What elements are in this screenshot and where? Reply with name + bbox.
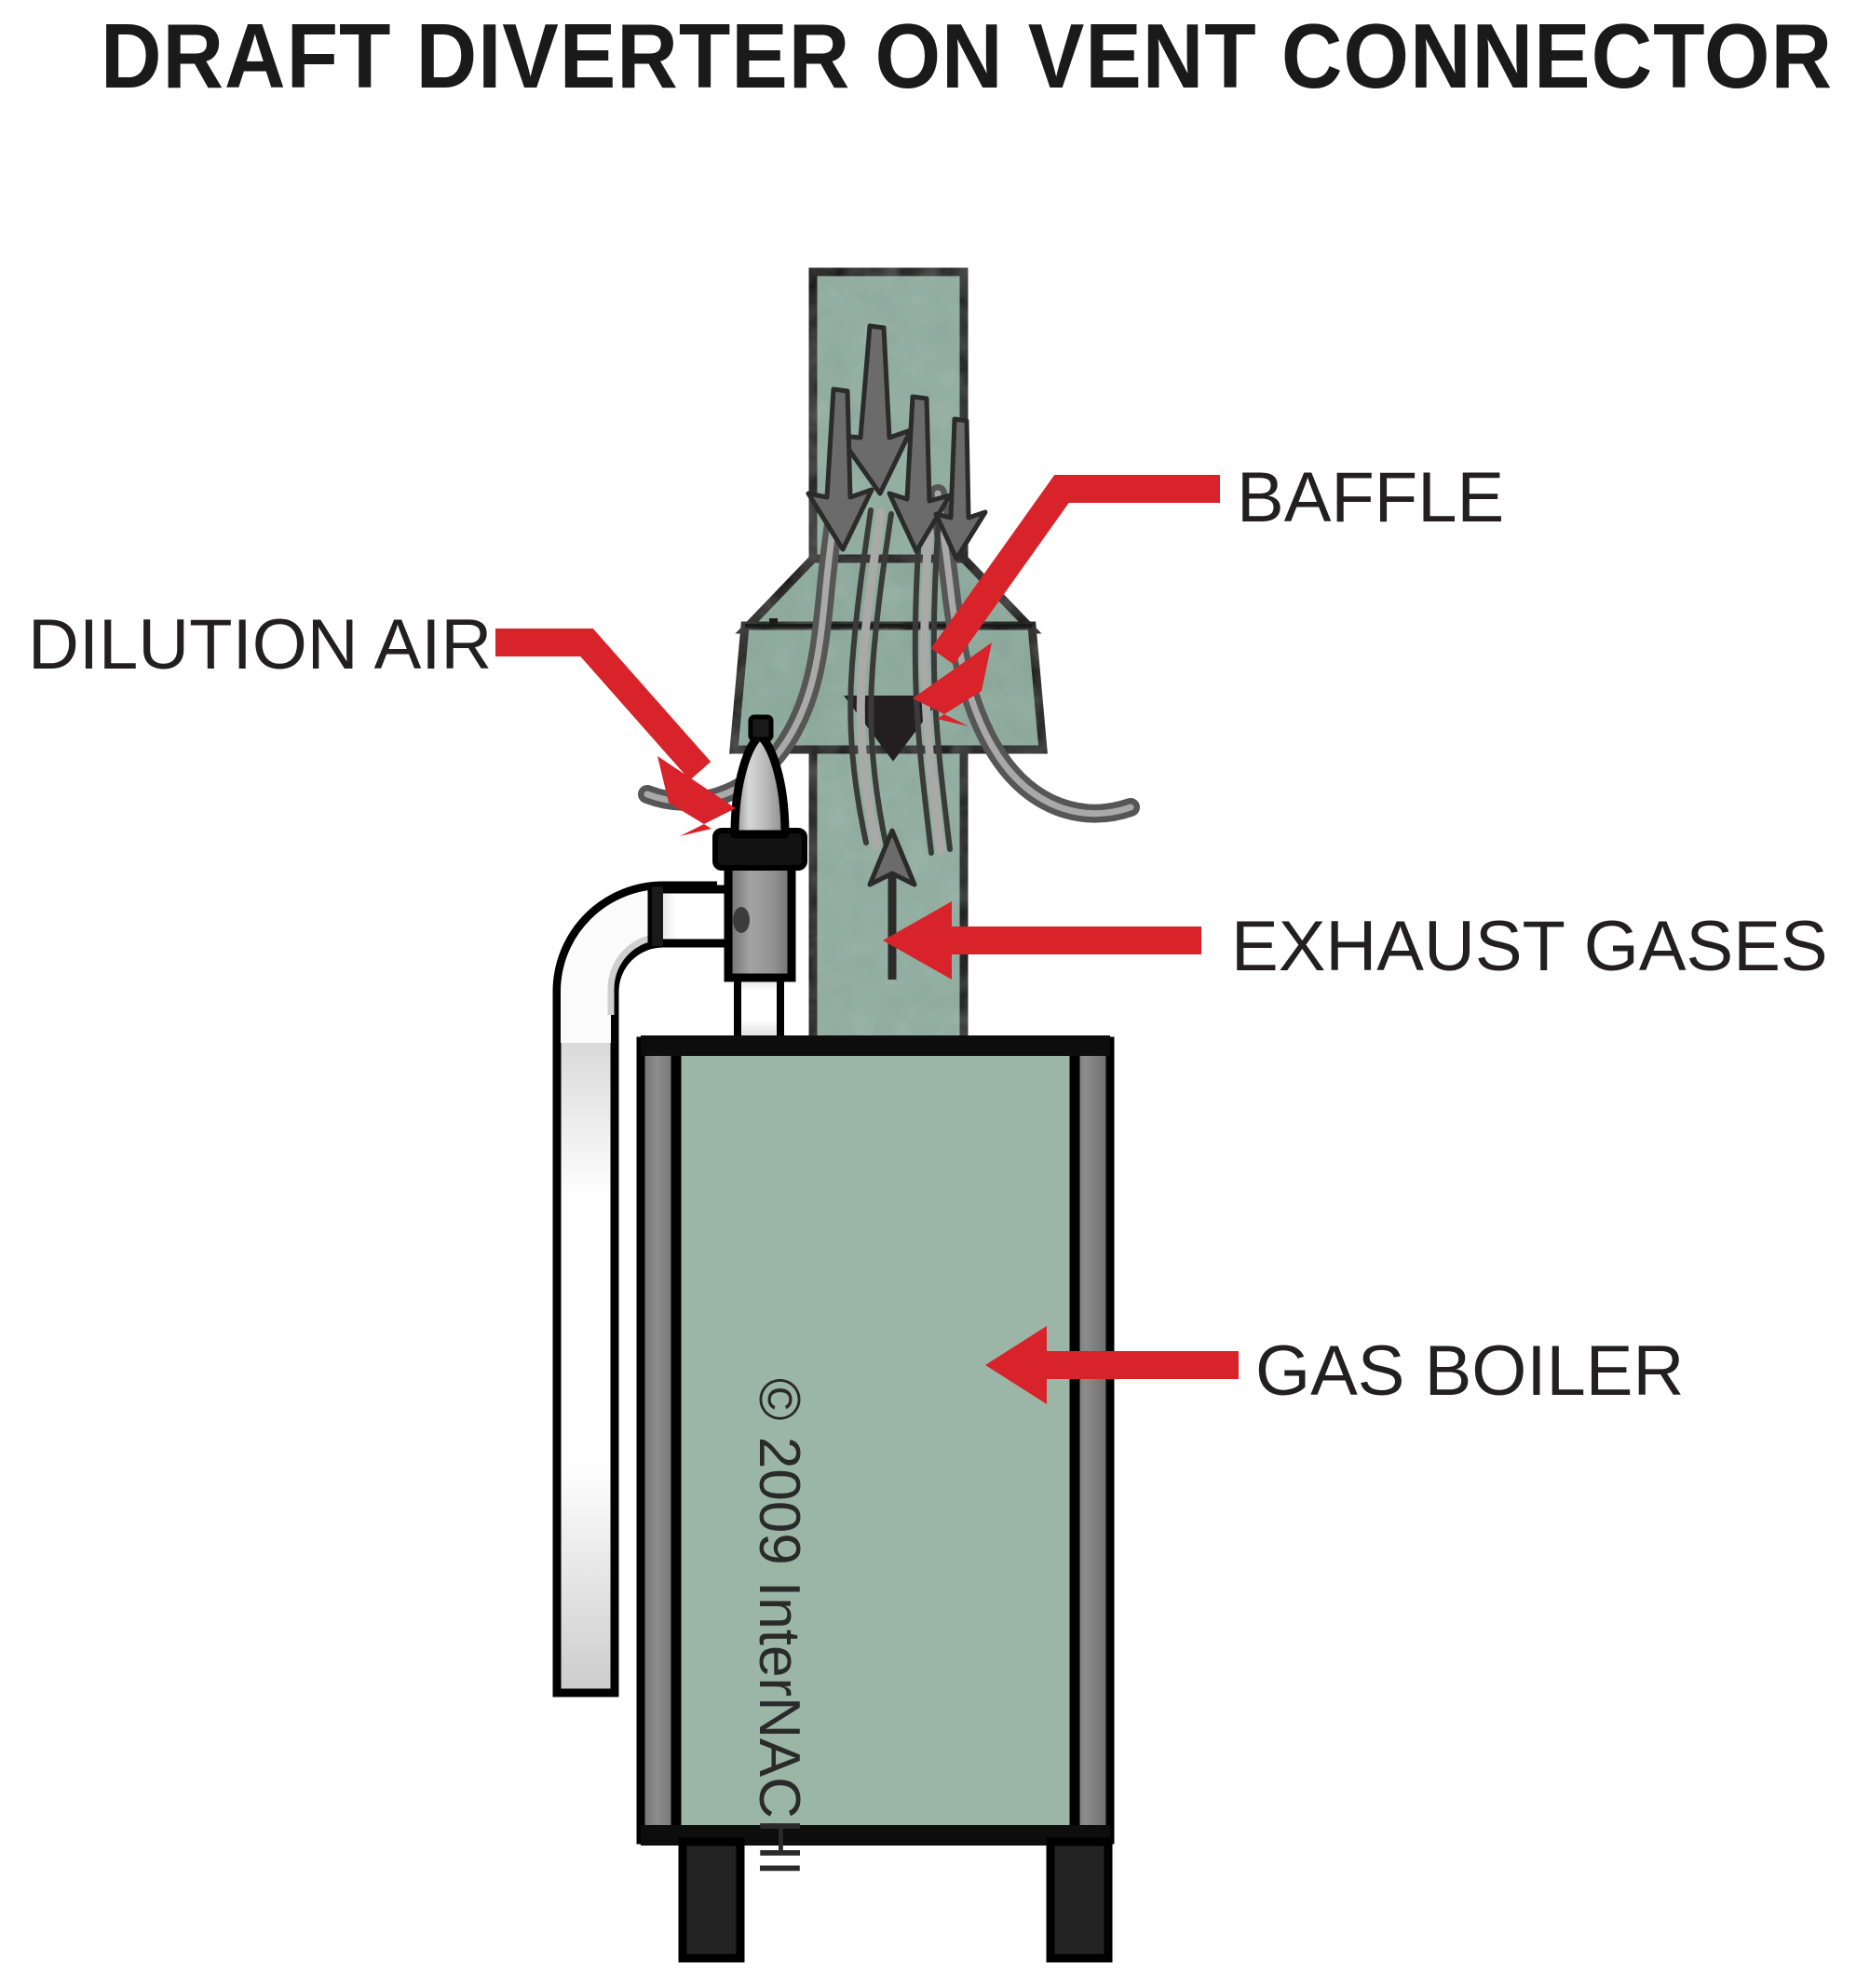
baffle-arrowhead — [913, 642, 992, 726]
exhaust-arrow-4 — [933, 416, 988, 561]
hood-seam-nib — [769, 618, 778, 627]
throat-stream-b — [868, 511, 894, 850]
throat-stream-c — [912, 517, 934, 856]
boiler-leg-right — [1046, 1837, 1113, 1963]
relief-valve — [712, 714, 807, 982]
exhaust-flow-arrows — [806, 323, 988, 561]
discharge-pipe-downleg — [552, 1032, 619, 1697]
callout-baffle: BAFFLE — [913, 458, 1504, 726]
exhaust-gases-arrowhead — [883, 901, 952, 980]
dilution-air-leader-line — [495, 629, 711, 780]
stack-flow-arrow — [867, 828, 917, 980]
throat-stream-cd-highlight — [920, 514, 945, 856]
callout-label-dilution-air: DILUTION AIR — [28, 605, 492, 684]
valve-inlet-stub — [734, 969, 784, 1049]
boiler-leg-left — [678, 1837, 745, 1963]
copyright-notice: © 2009 InterNACHI — [747, 1378, 811, 1876]
discharge-pipe-union — [652, 886, 663, 946]
throat-stream-d — [930, 515, 953, 852]
relief-valve-port — [733, 907, 750, 933]
page-title: DRAFT DIVERTER ON VENT CONNECTOR — [101, 5, 1833, 107]
gas-boiler-arrowhead — [985, 1326, 1047, 1404]
callout-exhaust-gases: EXHAUST GASES — [883, 901, 1828, 986]
boiler-body — [636, 1035, 1115, 1846]
callout-gas-boiler: GAS BOILER — [985, 1326, 1684, 1411]
boiler-front-face — [671, 1043, 1080, 1846]
discharge-pipe — [552, 881, 784, 1697]
exhaust-arrow-2 — [806, 386, 874, 552]
relief-valve-nub — [748, 714, 774, 742]
throat-stream-ab-highlight — [856, 507, 886, 850]
callout-label-exhaust-gases: EXHAUST GASES — [1231, 907, 1828, 986]
boiler-bottom-cap — [641, 1825, 1110, 1846]
throat-stream-a — [847, 507, 874, 845]
baffle-leader-line — [930, 475, 1220, 665]
boiler-legs — [678, 1837, 1113, 1963]
callout-label-gas-boiler: GAS BOILER — [1255, 1332, 1684, 1411]
callout-dilution-air: DILUTION AIR — [28, 605, 736, 836]
discharge-elbow-shadeline — [607, 933, 717, 1015]
dilution-air-arrowhead — [657, 756, 736, 836]
callout-label-baffle: BAFFLE — [1237, 458, 1504, 537]
boiler-top-cap — [641, 1035, 1110, 1056]
